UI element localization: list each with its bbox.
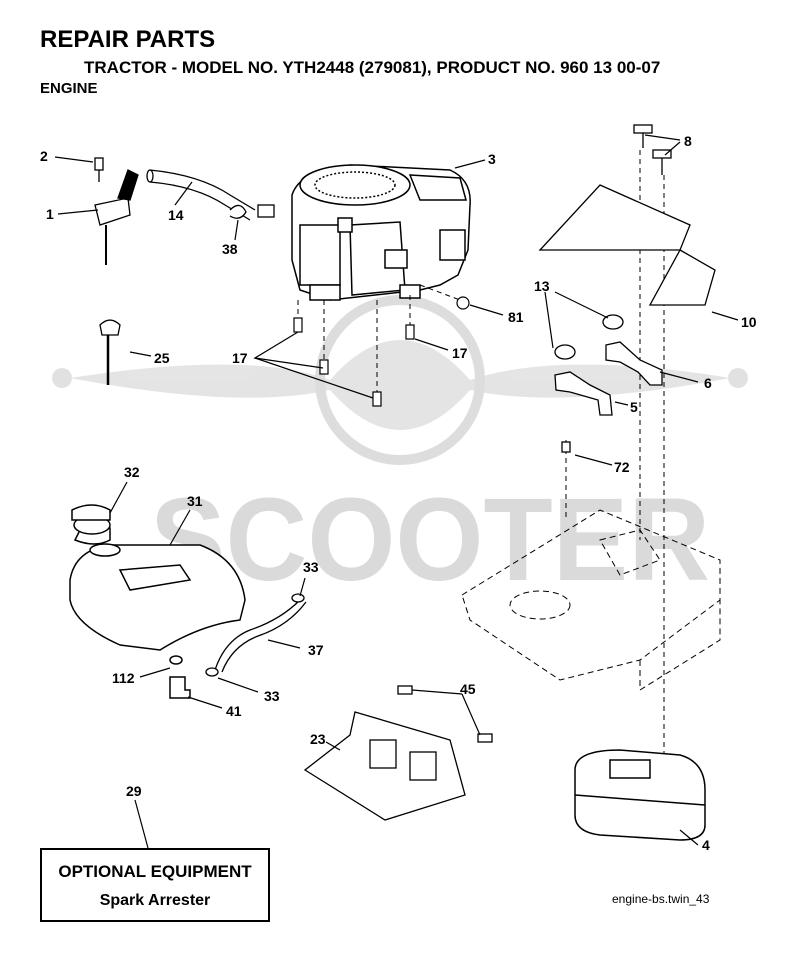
callout-38: 38 xyxy=(222,241,238,257)
callout-112: 112 xyxy=(112,670,135,686)
callout-81: 81 xyxy=(508,309,524,325)
leader-lines xyxy=(54,134,739,849)
engine-assembly xyxy=(291,164,471,301)
heat-shield xyxy=(538,124,716,306)
callout-14: 14 xyxy=(168,207,184,223)
callout-4: 4 xyxy=(702,837,710,853)
dipstick xyxy=(99,319,121,385)
model-subtitle: TRACTOR - MODEL NO. YTH2448 (279081), PR… xyxy=(84,58,661,77)
callout-25: 25 xyxy=(154,350,170,366)
callout-23: 23 xyxy=(310,731,326,747)
callout-45: 45 xyxy=(460,681,476,697)
callout-33-bottom: 33 xyxy=(264,688,280,704)
fuel-tank xyxy=(69,504,246,699)
callout-3: 3 xyxy=(488,151,496,167)
callout-1: 1 xyxy=(46,206,54,222)
file-reference: engine-bs.twin_43 xyxy=(612,892,710,906)
callout-41: 41 xyxy=(226,703,242,719)
mounting-bracket xyxy=(303,685,493,821)
callout-6: 6 xyxy=(704,375,712,391)
callout-2: 2 xyxy=(40,148,48,164)
callout-5: 5 xyxy=(630,399,638,415)
muffler xyxy=(574,749,706,841)
callout-17-left: 17 xyxy=(232,350,248,366)
callout-17-right: 17 xyxy=(452,345,468,361)
callout-33-top: 33 xyxy=(303,559,319,575)
optional-equipment-item: Spark Arrester xyxy=(99,892,211,909)
callout-numbers: 2 1 3 14 38 25 17 17 81 8 10 13 5 6 72 3… xyxy=(40,133,757,853)
tractor-frame xyxy=(461,509,721,691)
optional-equipment-title: OPTIONAL EQUIPMENT xyxy=(58,862,252,881)
optional-equipment-box: OPTIONAL EQUIPMENT Spark Arrester xyxy=(40,848,270,922)
exhaust-pipes xyxy=(554,314,663,453)
page-title: REPAIR PARTS xyxy=(40,26,216,53)
callout-32: 32 xyxy=(124,464,140,480)
watermark-text: SCOOTER xyxy=(150,474,710,606)
callout-72: 72 xyxy=(614,459,630,475)
callout-29: 29 xyxy=(126,783,142,799)
nut-81 xyxy=(456,296,470,310)
callout-8: 8 xyxy=(684,133,692,149)
fuel-hose xyxy=(205,593,307,677)
callout-37: 37 xyxy=(308,642,324,658)
section-heading: ENGINE xyxy=(40,80,98,97)
throttle-control xyxy=(94,157,139,265)
callout-10: 10 xyxy=(741,314,757,330)
fuel-line xyxy=(146,169,275,221)
callout-13: 13 xyxy=(534,278,550,294)
callout-31: 31 xyxy=(187,493,203,509)
